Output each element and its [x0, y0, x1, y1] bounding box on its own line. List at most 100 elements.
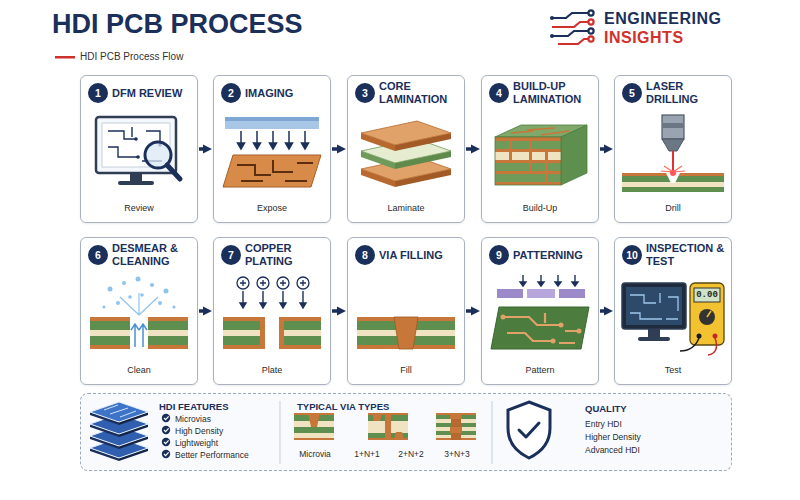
- patterning-figure-part: [491, 307, 589, 349]
- logo-icon-part: [558, 39, 588, 44]
- patterning-figure: [491, 275, 589, 349]
- feature-item: Microvias: [175, 414, 211, 424]
- patterning-figure-part-part: [551, 339, 556, 344]
- copper-plating-figure-part: [223, 317, 263, 321]
- dfm-monitor-figure-part: [134, 137, 138, 141]
- step-heading: DFM REVIEW: [112, 87, 194, 100]
- feature-checks-part: [164, 440, 169, 443]
- step-heading: INSPECTION & TEST: [646, 242, 728, 267]
- copper-plating-figure-part: [223, 321, 260, 330]
- build-up-figure-part: [495, 141, 561, 149]
- flow-arrow: [600, 309, 608, 313]
- via-type-icons-part: [394, 432, 404, 440]
- flow-arrow: [466, 147, 475, 151]
- imaging-figure-part-part: [270, 143, 277, 149]
- section-heading: HDI FEATURES: [159, 401, 229, 412]
- process-step-card: 2IMAGINGExpose: [213, 75, 331, 223]
- via-type-name: Microvia: [299, 449, 331, 459]
- desmear-figure-part-part: [136, 277, 141, 282]
- flow-arrow: [199, 309, 207, 313]
- copper-plating-figure-part: [240, 280, 306, 286]
- step-caption: Pattern: [482, 364, 598, 376]
- copper-plating-figure-part-part: [300, 303, 306, 308]
- build-up-figure-part: [495, 137, 561, 141]
- patterning-figure-part-part: [577, 329, 582, 334]
- feature-item: High Density: [175, 426, 223, 436]
- desmear-figure-part: [148, 330, 188, 336]
- build-up-figure-part: [495, 182, 561, 185]
- panel-divider: [280, 401, 492, 464]
- build-up-figure-part: [495, 137, 561, 185]
- build-up-figure-part: [495, 174, 561, 182]
- patterning-figure-part: [527, 289, 555, 298]
- step-caption: Drill: [615, 202, 731, 214]
- copper-plating-figure: [223, 277, 321, 349]
- process-step-card: 7COPPER PLATINGPlate: [213, 237, 331, 385]
- step-caption: Test: [615, 364, 731, 376]
- laser-drill-figure-part: [662, 123, 684, 128]
- step-number: 4: [489, 83, 509, 103]
- imaging-figure-part: [223, 155, 321, 187]
- step-caption: Build-Up: [482, 202, 598, 214]
- laser-drill-figure: [622, 115, 724, 192]
- copper-plating-figure-part-part: [240, 303, 246, 308]
- build-up-figure-part: [561, 125, 587, 185]
- logo-icon-part: [550, 34, 554, 38]
- build-up-figure-part: [495, 163, 561, 171]
- build-up-figure-part: [545, 152, 548, 182]
- flow-arrow: [199, 147, 207, 151]
- quality-shield: [508, 402, 550, 458]
- patterning-figure-part: [503, 313, 579, 343]
- flow-arrow: [332, 309, 341, 313]
- via-type-icons: [294, 413, 476, 440]
- patterning-figure-part-part: [538, 282, 544, 286]
- imaging-figure-part: [225, 117, 319, 129]
- inspection-figure-part: [680, 338, 699, 351]
- copper-plating-figure-part: [281, 317, 321, 321]
- inspection-figure-part: [622, 283, 686, 329]
- imaging-figure: [223, 117, 321, 187]
- step-heading: CORE LAMINATION: [379, 80, 461, 105]
- copper-plating-figure-part: [279, 317, 284, 349]
- desmear-figure-part: [90, 330, 130, 336]
- desmear-figure-part: [148, 345, 188, 349]
- step-number: 10: [622, 245, 642, 265]
- copper-plating-figure-part: [284, 330, 321, 336]
- imaging-figure-part-part: [302, 143, 309, 149]
- copper-plating-figure-part: [284, 321, 321, 330]
- imaging-figure-part-part: [238, 143, 245, 149]
- feature-item: Better Performance: [175, 450, 249, 460]
- process-step-card: 10INSPECTION & TEST Test: [614, 237, 732, 385]
- imaging-figure-part: [238, 131, 309, 149]
- process-step-card: 5LASER DRILLINGDrill: [614, 75, 732, 223]
- step-caption: Clean: [81, 364, 197, 376]
- copper-plating-figure-part-part: [280, 303, 286, 308]
- flow-arrow: [466, 309, 475, 313]
- copper-plating-figure-part: [237, 277, 309, 289]
- step-heading: IMAGING: [245, 87, 327, 100]
- feature-checks-part: [162, 438, 170, 446]
- patterning-figure-part: [501, 315, 582, 344]
- desmear-figure-part-part: [172, 305, 175, 308]
- logo-icon-part: [552, 13, 588, 18]
- imaging-figure-part-part: [286, 143, 293, 149]
- brand-name: INSIGHTS: [604, 29, 684, 47]
- dfm-monitor-figure-part: [102, 123, 170, 167]
- copper-plating-figure-part: [281, 345, 321, 349]
- step-caption: Review: [81, 202, 197, 214]
- desmear-figure-part-part: [102, 305, 105, 308]
- panel-divider-part: [492, 401, 493, 464]
- logo-icon-part: [588, 28, 593, 33]
- laser-drill-figure-part: [670, 170, 676, 176]
- via-type-icons-part: [450, 413, 462, 419]
- copper-plating-figure-part-part: [260, 303, 266, 308]
- desmear-figure-part-part: [158, 301, 162, 305]
- logo-icon-part: [552, 31, 588, 36]
- desmear-figure-part: [90, 321, 130, 330]
- process-step-card: 6DESMEAR & CLEANINGClean: [80, 237, 198, 385]
- step-number: 6: [88, 245, 108, 265]
- desmear-figure-part: [120, 293, 158, 315]
- via-type-icons-part: [308, 413, 320, 427]
- inspection-figure-part: [697, 334, 702, 339]
